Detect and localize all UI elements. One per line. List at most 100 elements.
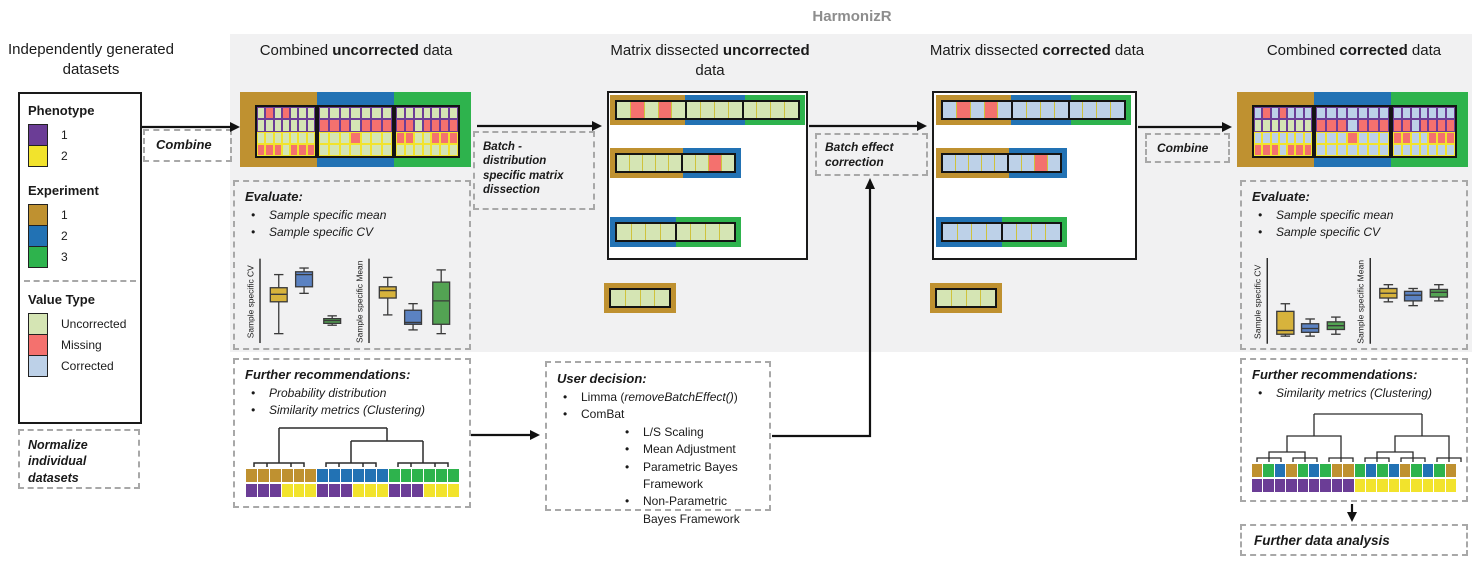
boxplot-green [1326, 316, 1346, 335]
sample-square [1263, 479, 1274, 493]
matrix-cell [624, 290, 640, 306]
matrix-cell [704, 224, 720, 240]
sample-square [388, 468, 400, 482]
uncorrected-strip-2 [610, 148, 741, 178]
batch-correction-label: Batch effect correction [815, 133, 928, 176]
matrix-cell [1401, 107, 1411, 120]
matrix-cell [281, 119, 291, 132]
matrix-cell [1419, 143, 1429, 156]
matrix-cell [1254, 119, 1263, 132]
sample-square [1388, 464, 1400, 478]
matrix-cell [1357, 107, 1369, 120]
matrix-cell [422, 131, 432, 144]
combine-right-label: Combine [1145, 133, 1230, 163]
matrix-cell [955, 102, 970, 118]
figure-title: HarmonizR [812, 8, 892, 25]
experiment-sample-row [1252, 464, 1457, 478]
sample-square [448, 468, 460, 482]
matrix-cell [1437, 107, 1447, 120]
matrix-cell [1278, 107, 1288, 120]
matrix-cell [1262, 143, 1271, 156]
matrix-cell [1254, 107, 1263, 120]
boxplot-green [323, 314, 342, 326]
matrix-cell [1326, 131, 1337, 144]
evaluate-bullet: Sample specific CV [1252, 224, 1456, 242]
matrix-cell [700, 102, 714, 118]
matrix-cell [381, 119, 392, 132]
matrix-cell [1016, 224, 1031, 240]
matrix-cell [381, 107, 392, 120]
sample-square [1286, 479, 1297, 493]
evaluate-bullet: Sample specific mean [245, 207, 459, 225]
matrix-cell [1393, 119, 1402, 132]
matrix-cell [319, 107, 330, 120]
cv-axis-label: Sample specific CV [1253, 264, 1263, 339]
title-em: corrected [1339, 42, 1408, 59]
matrix-cell [1393, 131, 1402, 144]
experiment-1-label: 1 [61, 208, 68, 222]
sample-square [341, 468, 353, 482]
legend-valuetype-item: Corrected [28, 355, 132, 377]
matrix-cell [1270, 107, 1279, 120]
sample-square [424, 468, 436, 482]
matrix-cell [306, 143, 315, 156]
matrix-cell [1446, 107, 1455, 120]
uncorrected-label: Uncorrected [61, 317, 127, 331]
matrix-cell [937, 290, 951, 306]
uncorrected-swatch [28, 313, 48, 335]
left-heading-line2: datasets [62, 61, 120, 79]
matrix-cell [1316, 107, 1327, 120]
matrix-cell [708, 155, 721, 171]
combined-corrected-heatmap [1237, 92, 1468, 167]
sample-square [1320, 464, 1331, 478]
sample-square [436, 483, 448, 497]
further-analysis-box: Further data analysis [1240, 524, 1468, 556]
matrix-cell [431, 143, 441, 156]
matrix-cell [431, 119, 441, 132]
title-em: corrected [1042, 42, 1111, 59]
matrix-cell [629, 155, 642, 171]
matrix-cell [1357, 143, 1369, 156]
matrix-cell [997, 102, 1012, 118]
matrix-cell [1378, 131, 1389, 144]
sample-square [412, 483, 424, 497]
matrix-cell [968, 155, 981, 171]
matrix-cell [319, 143, 330, 156]
matrix-cell [396, 131, 405, 144]
matrix-cell [413, 143, 423, 156]
matrix-cell [741, 102, 757, 118]
matrix-cell [1000, 224, 1017, 240]
matrix-cell [298, 143, 307, 156]
mean-boxplot-corrected: Sample specific Mean [1356, 257, 1449, 344]
mean-axis-label: Sample specific Mean [1356, 260, 1366, 344]
matrix-cell [1278, 131, 1288, 144]
matrix-cell [281, 143, 291, 156]
matrix-cell [350, 119, 361, 132]
matrix-cell [756, 102, 771, 118]
matrix-cell [1336, 119, 1348, 132]
matrix-cell [1446, 119, 1455, 132]
matrix-cell [685, 102, 701, 118]
corrected-strip-4 [930, 283, 1002, 313]
evaluate-right-box: Evaluate: Sample specific mean Sample sp… [1240, 180, 1468, 350]
matrix-cell [1410, 143, 1420, 156]
matrix-cell [1401, 143, 1411, 156]
legend-experiment-item: 2 [28, 225, 132, 247]
combat-option: Parametric Bayes Framework [619, 459, 759, 494]
sample-square [1365, 464, 1377, 478]
matrix-cell [371, 131, 382, 144]
boxplot-green [1429, 283, 1449, 302]
matrix-cell [404, 143, 414, 156]
sample-square [1354, 464, 1365, 478]
matrix-cell [950, 290, 966, 306]
matrix-cell [1357, 119, 1369, 132]
matrix-cell [329, 131, 340, 144]
sample-square [293, 468, 305, 482]
sample-square [376, 468, 388, 482]
matrix-cell [1446, 131, 1455, 144]
sample-square [436, 468, 448, 482]
matrix-cell [1428, 107, 1438, 120]
matrix-cell [449, 107, 458, 120]
sample-square [1411, 464, 1422, 478]
matrix-cell [1378, 143, 1389, 156]
